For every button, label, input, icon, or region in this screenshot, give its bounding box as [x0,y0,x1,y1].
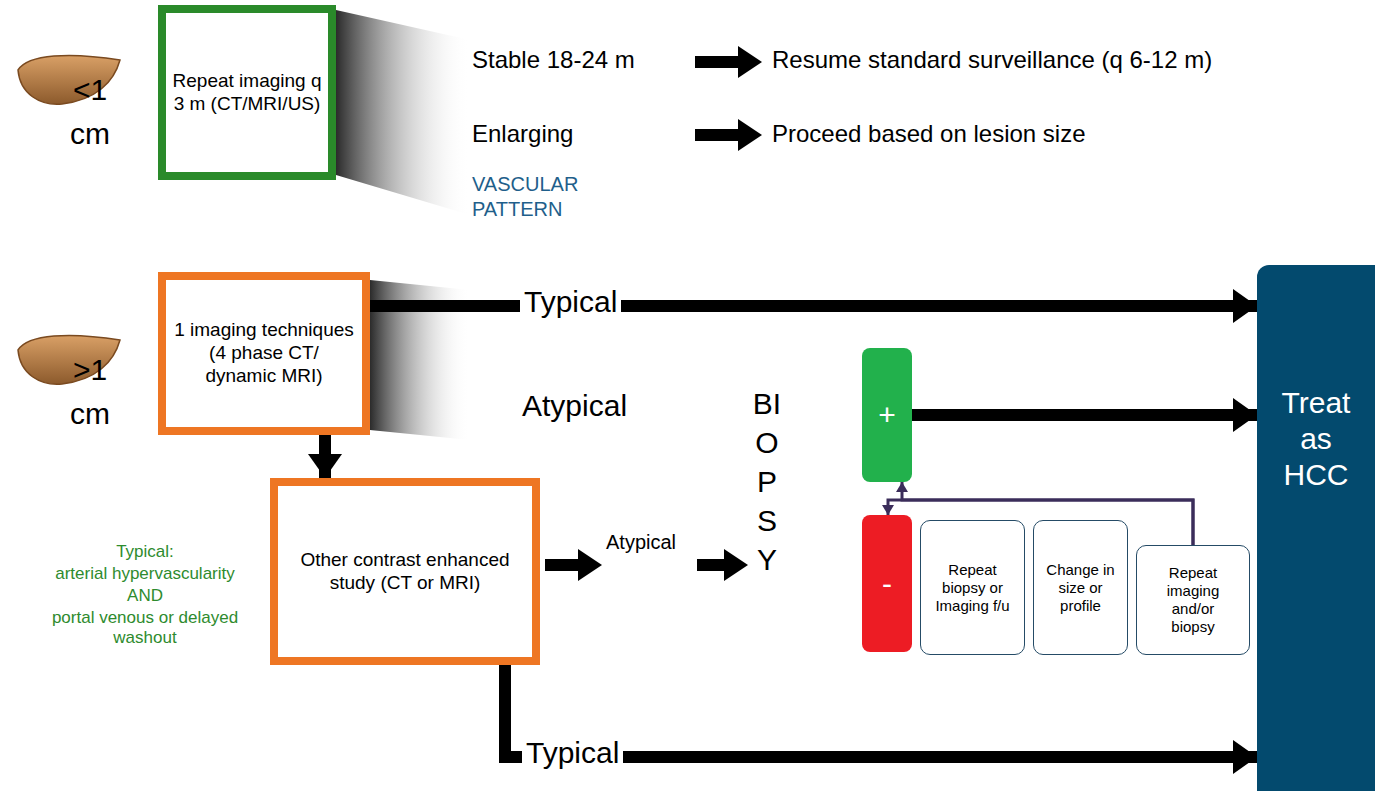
process-box: Other contrast enhanced study (CT or MRI… [270,478,540,665]
step-box: Repeat biopsy or Imaging f/u [920,520,1025,655]
step-box: Repeat imaging and/or biopsy [1136,545,1250,655]
size-label: <1 cm [58,68,122,155]
node-text: Repeat imaging q 3 m (CT/MRI/US) [172,70,322,116]
outcome-bar: Treat as HCC [1257,265,1375,791]
result-box: + [862,348,912,482]
node-text: + [878,397,896,433]
branch-label: Atypical [522,388,682,424]
connector-arrow [902,482,1193,545]
action-label: Proceed based on lesion size [772,120,1292,149]
node-text: Repeat biopsy or Imaging f/u [925,561,1020,615]
node-text: - [882,566,892,602]
branch-label: Enlarging [472,120,687,149]
node-text: Treat as HCC [1271,385,1361,493]
size-label: >1 cm [58,348,122,435]
branch-label: Atypical [606,528,682,557]
node-text: 1 imaging techniques (4 phase CT/ dynami… [172,319,356,387]
arrow-symbol [545,549,602,581]
connector-arrow [888,500,1193,545]
connector-arrow [370,300,1257,312]
result-box: - [862,515,912,652]
node-text: Other contrast enhanced study (CT or MRI… [288,549,522,595]
node-text: Change in size or profile [1044,561,1117,615]
biopsy-label: BIOPSY [752,384,782,579]
section-heading: VASCULAR PATTERN [472,172,602,222]
fan-shade [336,10,470,215]
arrow-symbol [695,119,762,151]
edge-label: Typical [520,284,621,320]
connector-arrow [912,409,1257,421]
step-box: Change in size or profile [1033,520,1128,655]
legend-note: portal venous or delayed washout [45,608,245,649]
legend-note: arterial hypervascularity [25,564,265,584]
arrow-symbol [697,549,748,581]
arrow-symbol [695,46,762,78]
edge-label: Typical [522,735,623,771]
process-box: Repeat imaging q 3 m (CT/MRI/US) [158,5,336,180]
connector-arrow [319,435,331,478]
node-text: Repeat imaging and/or biopsy [1149,564,1237,636]
legend-note: AND [25,586,265,606]
process-box: 1 imaging techniques (4 phase CT/ dynami… [158,272,370,435]
action-label: Resume standard surveillance (q 6-12 m) [772,46,1292,75]
branch-label: Stable 18-24 m [472,46,687,75]
legend-note: Typical: [25,542,265,562]
